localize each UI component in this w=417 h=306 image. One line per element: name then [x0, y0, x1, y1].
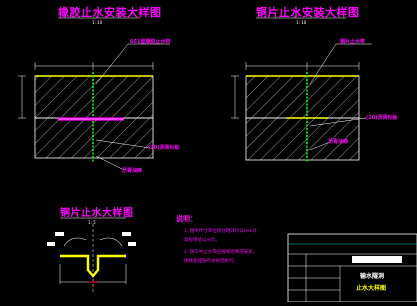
copper-shape-arc-right	[99, 237, 123, 247]
copper-leader-sealant	[309, 141, 331, 151]
copper-leader-waterstop	[309, 43, 337, 85]
rubber-concrete-block-lower	[34, 117, 154, 159]
note-line-1: 1. 图中尺寸单位除注明外均以mm计，	[184, 229, 262, 234]
rubber-sealant-label: 沥青油麻	[122, 168, 143, 174]
rubber-waterstop-detail	[18, 17, 170, 171]
copper-shape-detail	[47, 217, 136, 292]
title-block-drawing-title: 止水大样图	[356, 285, 387, 292]
copper-waterstop-label: 铜片止水带	[340, 39, 366, 45]
rubber-filler-label: (20)沥青杉板	[148, 145, 180, 151]
rubber-leader-filler	[95, 139, 151, 149]
copper-shape-tag-right-lower	[128, 242, 136, 246]
rubber-detail-title: 橡胶止水安装大样图	[58, 6, 162, 19]
notes-heading: 说明：	[176, 215, 197, 223]
note-line-2: 高程单位以m计。	[184, 238, 220, 243]
rubber-detail-scale: 1: 10	[92, 20, 103, 25]
copper-shape-title: 铜片止水大样图	[60, 208, 134, 219]
copper-shape-tag-left	[55, 232, 64, 236]
note-line-4: 接缝处理按有关规范执行。	[184, 259, 238, 264]
copper-concrete-block-upper	[245, 75, 360, 119]
title-block	[287, 233, 417, 303]
title-block-logo-bar	[352, 256, 402, 263]
rubber-concrete-block-upper	[34, 75, 154, 119]
rubber-waterstop-label: 651型橡胶止水带	[130, 39, 171, 45]
copper-detail-title: 铜片止水安装大样图	[256, 6, 360, 19]
copper-shape-scale: 1: 5	[88, 220, 96, 225]
copper-shape-tag-left-lower	[47, 242, 55, 246]
copper-shape-tag-right	[122, 232, 131, 236]
copper-waterstop-detail	[231, 17, 372, 162]
copper-filler-label: (20)沥青杉板	[366, 115, 398, 121]
note-line-3: 2. 施工中止水带应按规范要求安装，	[184, 250, 258, 255]
copper-detail-scale: 1: 10	[296, 20, 307, 25]
rubber-leader-waterstop	[95, 43, 129, 85]
copper-leader-filler	[309, 117, 367, 127]
rubber-leader-sealant	[95, 155, 125, 171]
copper-sealant-label: 沥青油麻	[328, 139, 349, 145]
copper-shape-arc-left	[63, 237, 87, 247]
copper-concrete-block-lower	[245, 117, 360, 161]
title-block-project: 输水隧洞	[360, 273, 385, 280]
